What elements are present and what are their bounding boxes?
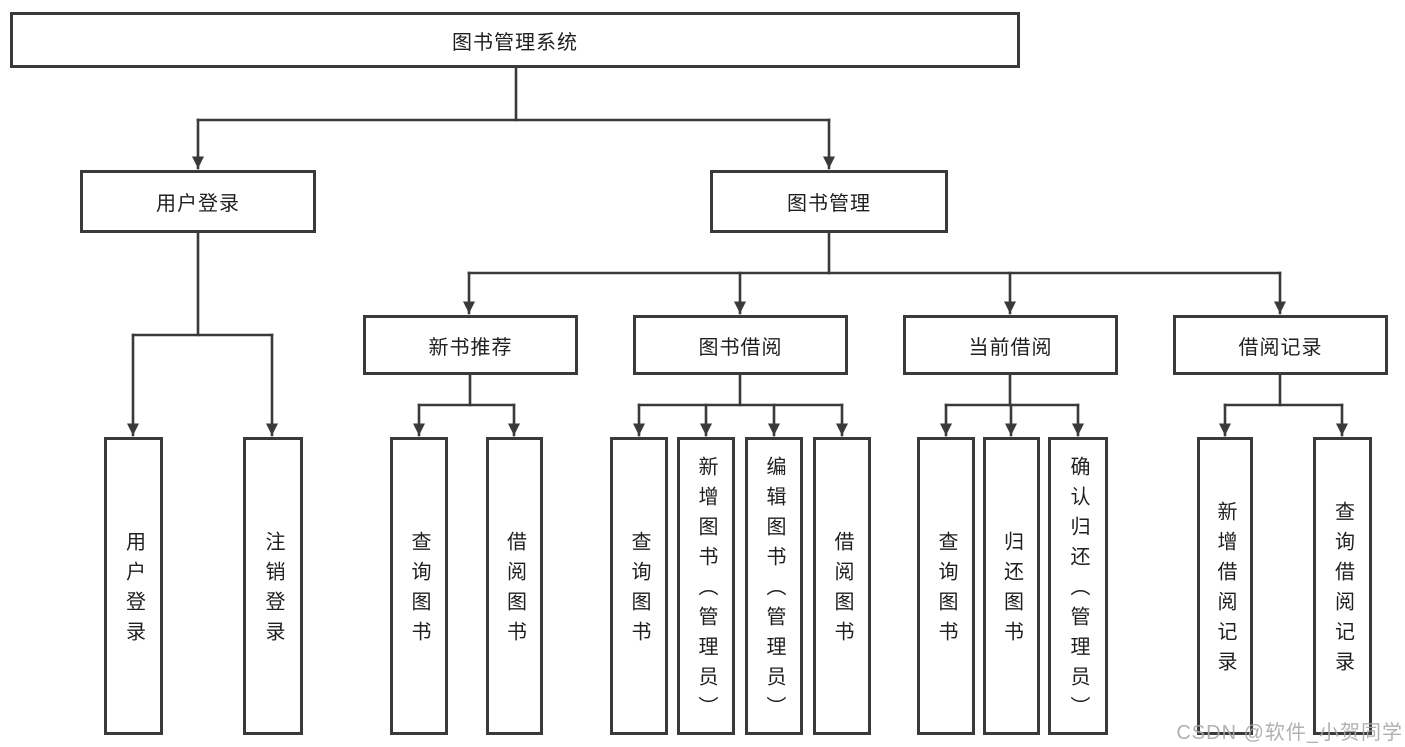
node-add-borrow-record: 新增借阅记录 (1197, 437, 1253, 735)
node-label: 查询借阅记录 (1331, 501, 1354, 681)
node-query-books-current: 查询图书 (917, 437, 975, 735)
node-borrowing-records: 借阅记录 (1173, 315, 1388, 375)
node-book-borrowing: 图书借阅 (633, 315, 848, 375)
node-borrow-books-action: 借阅图书 (813, 437, 871, 735)
node-label: 注销登录 (262, 531, 284, 651)
node-logout-action: 注销登录 (243, 437, 303, 735)
node-label: 新增图书（管理员） (695, 456, 717, 726)
node-user-login-action: 用户登录 (104, 437, 163, 735)
node-borrow-books-recommend: 借阅图书 (486, 437, 543, 735)
node-edit-books-admin: 编辑图书（管理员） (745, 437, 803, 735)
node-label: 查询图书 (408, 531, 430, 651)
node-return-books: 归还图书 (983, 437, 1040, 735)
node-query-borrow-record: 查询借阅记录 (1313, 437, 1372, 735)
node-user-login: 用户登录 (80, 170, 316, 233)
node-label: 借阅图书 (831, 531, 853, 651)
node-label: 新增借阅记录 (1214, 501, 1236, 681)
node-label: 图书管理系统 (452, 31, 578, 54)
node-label: 借阅记录 (1238, 336, 1323, 359)
node-library-management-system: 图书管理系统 (10, 12, 1020, 68)
node-label: 查询图书 (628, 531, 650, 651)
node-label: 图书管理 (787, 193, 871, 215)
node-query-books-borrow: 查询图书 (610, 437, 668, 735)
node-label: 借阅图书 (503, 531, 526, 651)
node-query-books-recommend: 查询图书 (390, 437, 448, 735)
node-label: 用户登录 (156, 193, 240, 215)
node-label: 确认归还（管理员） (1067, 456, 1089, 726)
node-new-book-recommendation: 新书推荐 (363, 315, 578, 375)
node-label: 归还图书 (1000, 531, 1023, 651)
node-current-borrowing: 当前借阅 (903, 315, 1118, 375)
node-label: 当前借阅 (968, 336, 1053, 359)
node-label: 新书推荐 (428, 336, 513, 359)
node-label: 查询图书 (935, 531, 957, 651)
node-label: 图书借阅 (698, 336, 783, 359)
node-add-books-admin: 新增图书（管理员） (677, 437, 735, 735)
node-book-management: 图书管理 (710, 170, 948, 233)
node-label: 用户登录 (122, 531, 145, 651)
node-confirm-return-admin: 确认归还（管理员） (1048, 437, 1108, 735)
node-label: 编辑图书（管理员） (763, 456, 785, 726)
